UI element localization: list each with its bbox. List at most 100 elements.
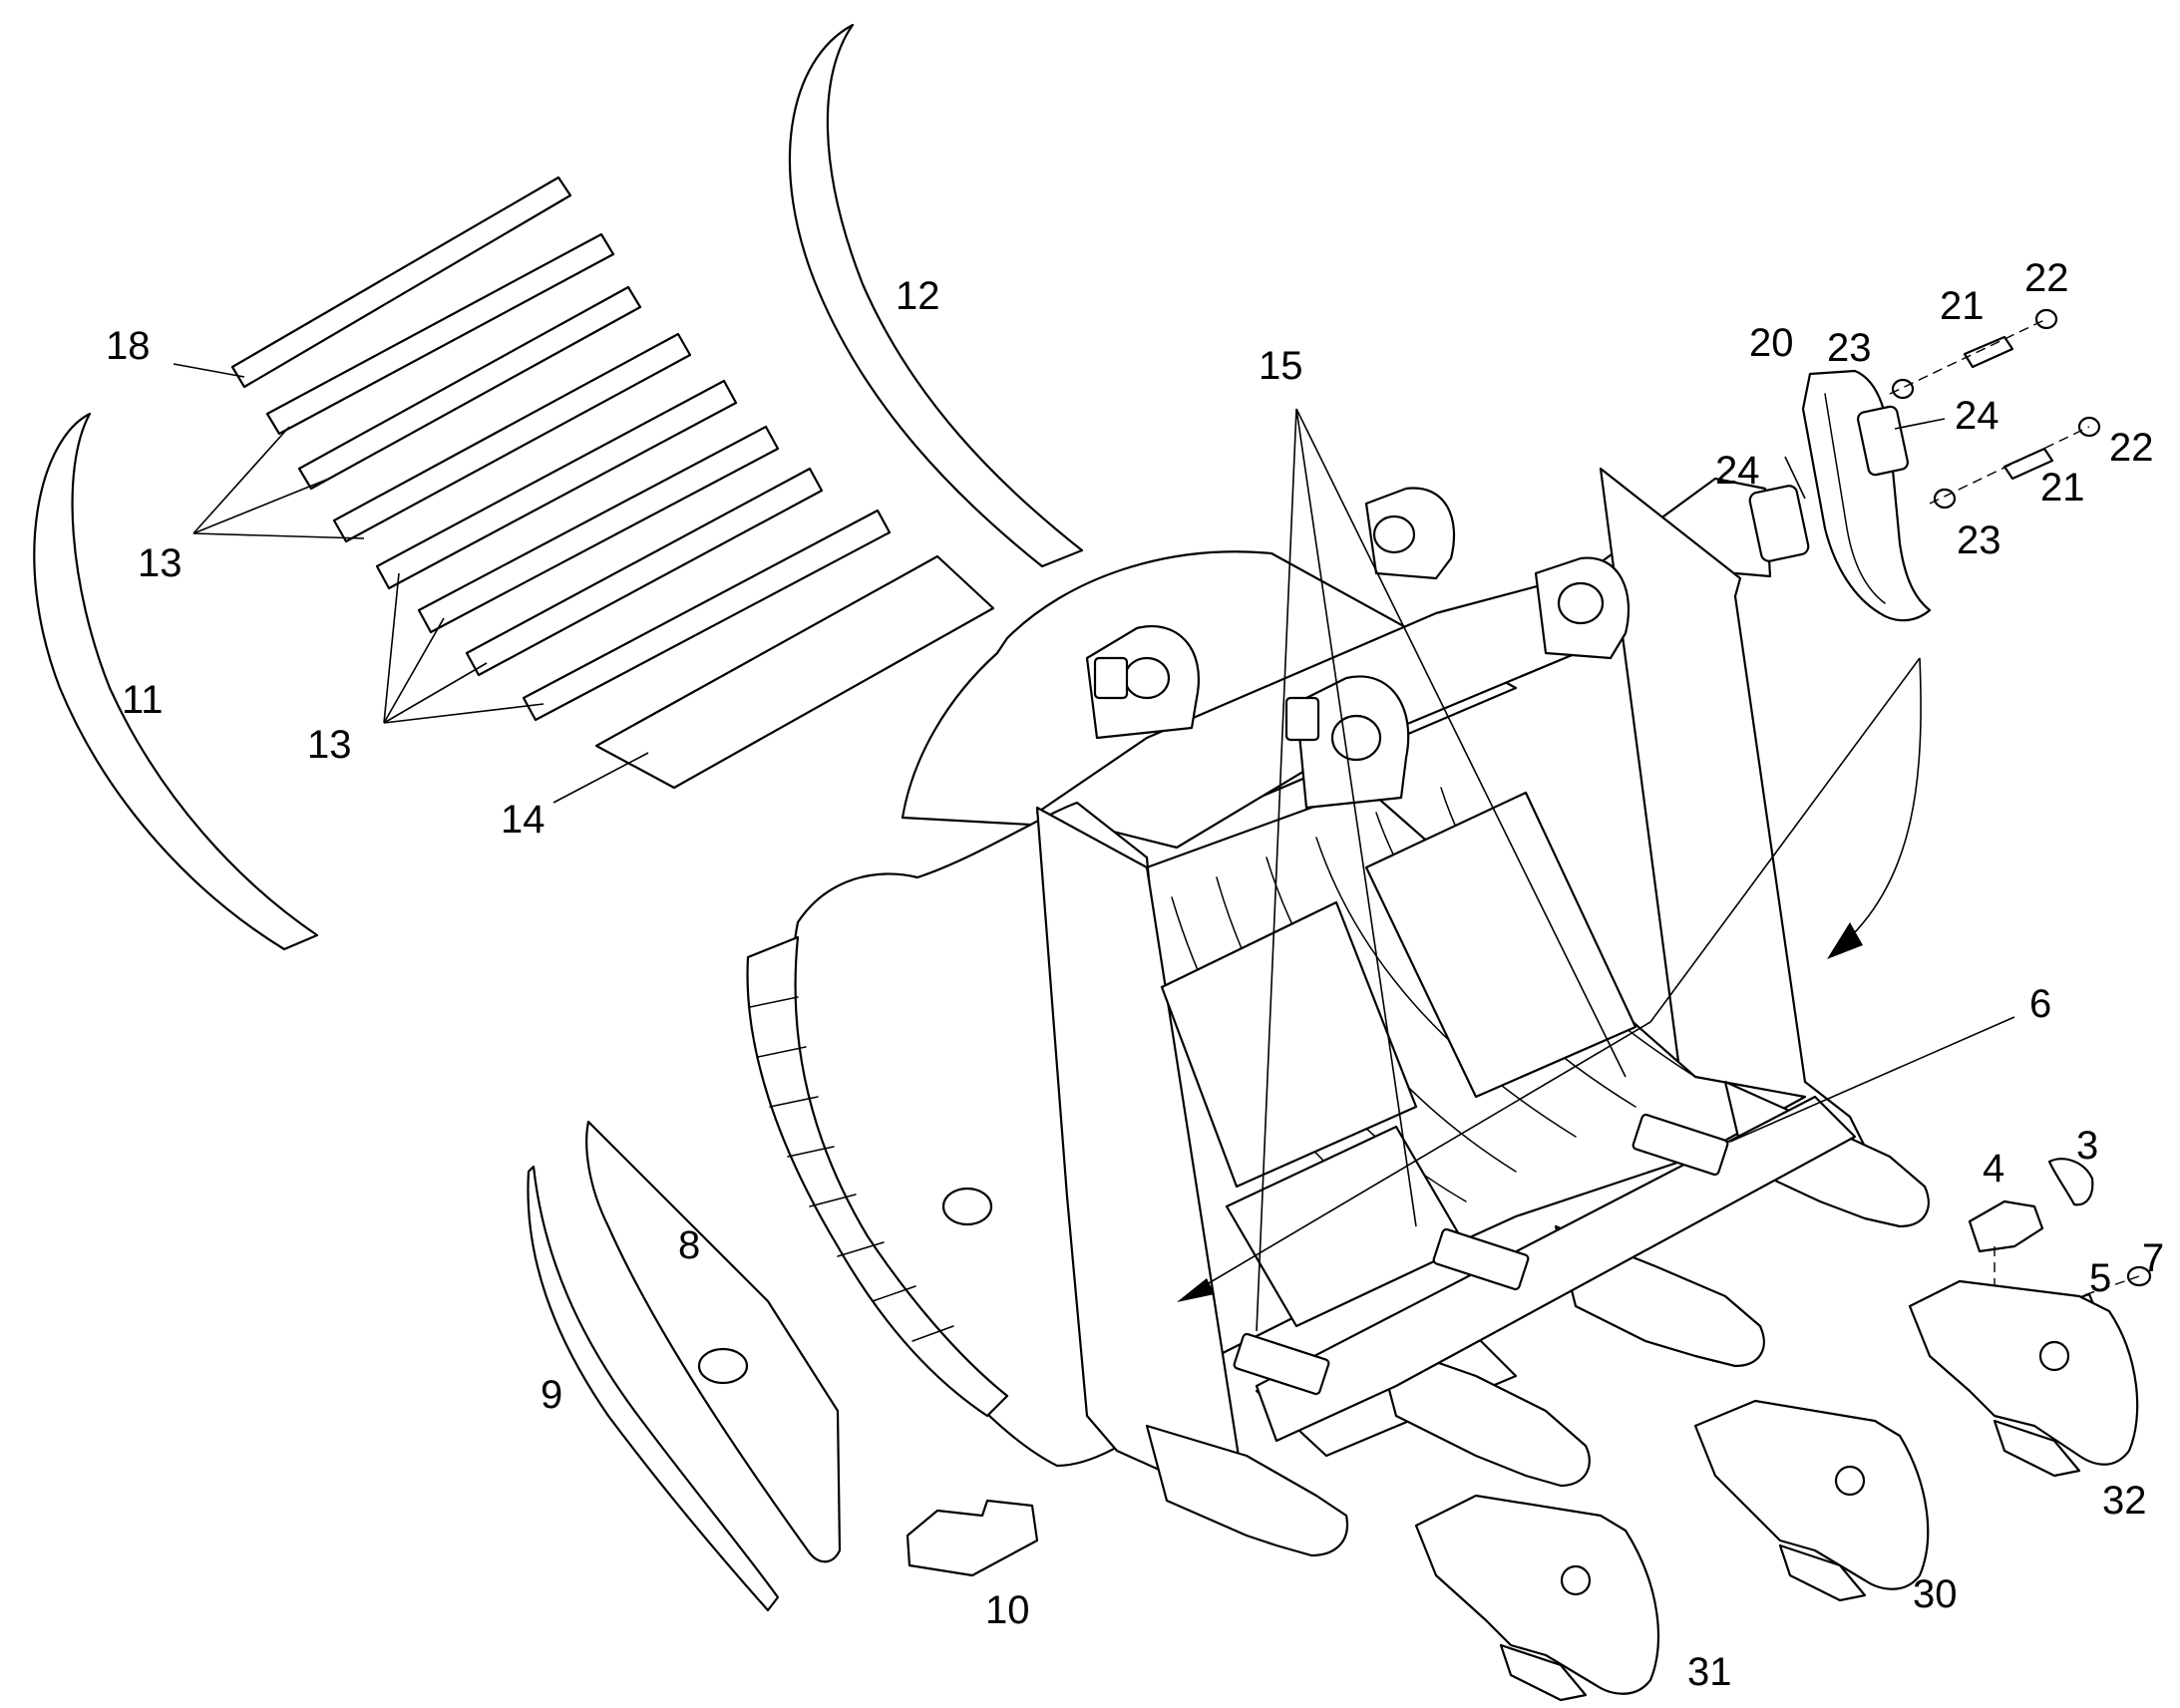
wear-strips-group [230, 175, 995, 790]
wear-block-divider-5 [809, 1194, 857, 1207]
label-3: 3 [2076, 1124, 2098, 1168]
label-4: 4 [1983, 1147, 2004, 1191]
label-13-upper: 13 [138, 541, 182, 585]
label-23-bottom: 23 [1957, 518, 2001, 562]
assembly-dash-top [1889, 318, 2047, 395]
label-8: 8 [678, 1223, 700, 1267]
label-23-top: 23 [1827, 326, 1872, 370]
wear-strip-13-2 [297, 285, 642, 491]
label-12: 12 [896, 274, 940, 318]
swing-arrow-curve [1844, 657, 1922, 943]
label-10: 10 [985, 1588, 1030, 1632]
wear-strip-13-3 [332, 332, 692, 543]
leader-15-b [1295, 408, 1417, 1227]
block-10 [906, 1499, 1039, 1577]
mounting-ear-left-hole [1123, 656, 1171, 700]
wear-strip-14 [594, 554, 995, 790]
side-cutter-pad-24-right [1856, 405, 1910, 477]
side-plate-8 [585, 1120, 842, 1563]
swing-arrow-head [1827, 922, 1863, 959]
assembly-dash-bottom [1929, 426, 2090, 505]
leader-13-b3 [383, 662, 488, 724]
wear-block-divider-8 [911, 1325, 954, 1342]
leader-6 [1729, 1016, 2015, 1143]
bucket-inner-rib-4 [1315, 837, 1577, 1138]
leader-15-a [1256, 408, 1297, 1332]
side-cutter-20 [1801, 369, 1932, 622]
wear-block-divider-4 [787, 1146, 835, 1158]
leader-14 [552, 752, 649, 804]
leader-13-b4 [383, 703, 545, 724]
shroud-30-body [1693, 1399, 1930, 1590]
label-5: 5 [2089, 1256, 2111, 1300]
leader-24-left [1784, 456, 1806, 500]
label-32: 32 [2102, 1479, 2147, 1523]
label-20: 20 [1749, 321, 1794, 365]
leader-24-right [1894, 418, 1946, 430]
label-18: 18 [106, 324, 151, 368]
curved-strip-11 [33, 412, 319, 951]
label-24-left: 24 [1715, 449, 1760, 493]
wear-block-divider-7 [872, 1285, 916, 1302]
wear-strip-13-6 [465, 467, 824, 677]
diagonal-arrow-head [1177, 1278, 1215, 1302]
label-24-right: 24 [1955, 394, 1999, 438]
pin-retainer-22-top [2034, 308, 2058, 330]
label-9: 9 [541, 1373, 562, 1417]
label-31: 31 [1687, 1650, 1732, 1694]
wear-plate-15-b [1364, 791, 1637, 1099]
part-labels: 3 4 5 6 7 8 9 10 11 12 13 13 14 15 18 20… [106, 256, 2164, 1694]
label-21-bottom: 21 [2040, 466, 2085, 510]
label-13-lower: 13 [307, 723, 352, 767]
shroud-31 [1414, 1494, 1659, 1702]
floor-clip-3 [1632, 1113, 1729, 1177]
shroud-31-lower [1499, 1643, 1588, 1702]
tooth-tip-4 [1968, 1199, 2044, 1253]
top-lug-clip-1 [1093, 656, 1129, 700]
tooth-adapter-1 [1145, 1424, 1349, 1557]
floor-clip-1 [1233, 1332, 1330, 1396]
wear-block-divider-2 [757, 1046, 807, 1058]
shroud-32-body [1908, 1279, 2139, 1466]
shroud-30-lower [1778, 1543, 1867, 1602]
label-7: 7 [2142, 1236, 2164, 1280]
wear-block-divider-3 [769, 1096, 819, 1108]
leader-18 [173, 363, 245, 378]
wear-strip-13-4 [375, 379, 738, 590]
side-plate-8-hole [697, 1347, 749, 1385]
leader-13-b1 [383, 572, 400, 724]
label-6: 6 [2029, 982, 2051, 1026]
wear-strip-13-5 [417, 425, 780, 634]
leader-15-c [1295, 408, 1627, 1078]
leader-13-b2 [383, 617, 445, 724]
shroud-32-lock [2038, 1340, 2070, 1372]
shroud-32 [1908, 1279, 2139, 1478]
side-cutter-20-inner [1824, 393, 1886, 604]
wear-strip-13-7 [522, 509, 892, 722]
label-11: 11 [122, 678, 164, 722]
shroud-30 [1693, 1399, 1930, 1602]
washer-23-top [1891, 378, 1915, 400]
pin-21-top [1963, 335, 2014, 369]
mounting-ear-center-hole [1330, 714, 1382, 762]
wear-block-divider-6 [837, 1241, 885, 1257]
shroud-31-lock [1560, 1564, 1592, 1596]
wear-strip-13-1 [265, 232, 615, 436]
diagonal-arrow-line-2 [1649, 657, 1921, 1023]
side-cutter-pad-24-left [1748, 485, 1810, 562]
label-15: 15 [1259, 344, 1303, 388]
label-14: 14 [501, 798, 545, 842]
curved-strip-12 [788, 23, 1084, 568]
diagonal-arrow-line [1186, 1021, 1651, 1297]
shroud-31-body [1414, 1494, 1659, 1695]
left-wear-blocks [746, 935, 1009, 1418]
leader-13-a1 [192, 426, 290, 534]
bucket-back-shell [901, 550, 1518, 835]
leader-13-a2 [192, 478, 330, 534]
wear-plate-15-a [1160, 900, 1418, 1189]
wear-strip-18 [230, 175, 572, 389]
label-30: 30 [1913, 1572, 1958, 1616]
mounting-ear-upper-hole [1372, 514, 1416, 554]
label-22-bottom: 22 [2109, 426, 2154, 470]
